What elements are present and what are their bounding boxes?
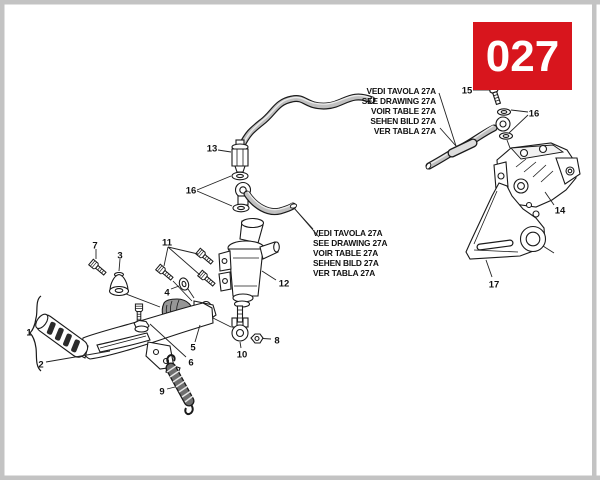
- note-line: VEDI TAVOLA 27A: [313, 228, 383, 238]
- brake-caliper: [493, 142, 581, 208]
- part-label-10: 10: [237, 350, 248, 361]
- rubber-stop: [108, 271, 161, 308]
- note-line: VER TABLA 27A: [374, 126, 436, 136]
- part-label-16-right: 16: [529, 109, 540, 120]
- part-label-1: 1: [26, 328, 32, 339]
- part-label-14: 14: [555, 206, 566, 217]
- mount-screw-b: [195, 247, 215, 266]
- page-edge-left: [0, 0, 5, 480]
- badge-background: [473, 22, 572, 90]
- group-brace: [29, 295, 42, 372]
- part-label-5: 5: [190, 343, 196, 354]
- see-drawing-note-lower: VEDI TAVOLA 27A SEE DRAWING 27A VOIR TAB…: [293, 207, 388, 278]
- hose-fitting: [231, 139, 249, 173]
- part-label-9: 9: [159, 387, 164, 398]
- return-spring: [165, 353, 195, 416]
- see-drawing-note-upper: VEDI TAVOLA 27A SEE DRAWING 27A VOIR TAB…: [362, 86, 457, 147]
- note-line: VOIR TABLE 27A: [371, 106, 436, 116]
- page-edge-bottom: [0, 475, 600, 480]
- locknut: [250, 333, 264, 344]
- banjo-washers-master-cylinder: [231, 171, 252, 213]
- rear-master-cylinder: [218, 217, 280, 323]
- washer-4: [178, 277, 190, 291]
- part-label-12: 12: [279, 279, 290, 290]
- part-label-16-left: 16: [186, 186, 197, 197]
- note-line: VER TABLA 27A: [313, 268, 375, 278]
- alignment-line: [172, 280, 193, 302]
- banjo-washers-caliper: [495, 108, 514, 149]
- part-label-7: 7: [92, 241, 97, 252]
- part-label-17: 17: [489, 280, 500, 291]
- note-line: SEE DRAWING 27A: [362, 96, 436, 106]
- part-label-6: 6: [188, 358, 193, 369]
- part-label-8: 8: [274, 336, 279, 347]
- note-line: SEHEN BILD 27A: [370, 116, 436, 126]
- part-label-3: 3: [117, 251, 122, 262]
- mount-screw-a: [155, 263, 175, 282]
- mount-screw-c: [197, 269, 217, 288]
- washer-alignment-line: [187, 288, 195, 299]
- note-line: SEHEN BILD 27A: [313, 258, 379, 268]
- badge-number: 027: [486, 32, 559, 81]
- clevis-rod-end: [231, 317, 249, 342]
- part-label-13: 13: [207, 144, 218, 155]
- lower-brake-hose-stub: [243, 190, 298, 216]
- footpeg: [35, 313, 89, 358]
- caliper-bracket: [465, 182, 555, 260]
- part-labels: 1 2 3 4 5 6 7 8 9 10 11 12 13 14 15: [26, 86, 566, 398]
- note-line: VEDI TAVOLA 27A: [366, 86, 436, 96]
- note-line: SEE DRAWING 27A: [313, 238, 387, 248]
- plate-number-badge: 027: [473, 22, 572, 90]
- part-label-2: 2: [38, 360, 43, 371]
- part-label-11: 11: [162, 238, 173, 249]
- part-label-15: 15: [462, 86, 473, 97]
- adjuster-bolt: [133, 303, 150, 333]
- page-edge-right: [592, 0, 597, 480]
- page-edge-top: [0, 0, 600, 5]
- part-label-4: 4: [164, 288, 170, 299]
- caliper-brake-hose: [425, 124, 498, 170]
- upper-brake-hose: [237, 93, 376, 151]
- pedal-stop-bolt: [88, 258, 108, 277]
- note-line: VOIR TABLE 27A: [313, 248, 378, 258]
